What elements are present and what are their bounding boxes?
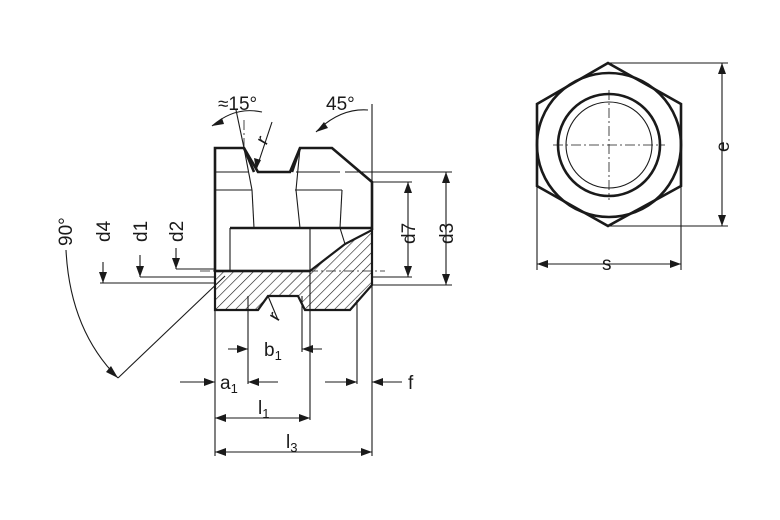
side-view: [200, 120, 385, 312]
label-angle-15: ≈15°: [218, 94, 257, 115]
label-s: s: [602, 254, 612, 275]
left-dimensions: d4 d1 d2: [94, 220, 215, 284]
label-f: f: [408, 373, 414, 394]
label-e: e: [713, 141, 734, 152]
bottom-dimensions: r b1 a1 f l1 l3: [180, 271, 414, 456]
label-l3: l3: [286, 432, 297, 455]
label-d1: d1: [131, 221, 152, 242]
label-d4: d4: [94, 220, 115, 242]
label-d2: d2: [167, 221, 188, 242]
label-angle-90: 90°: [56, 217, 77, 246]
label-l1: l1: [258, 398, 269, 421]
label-a1: a1: [220, 373, 238, 396]
label-d3: d3: [437, 223, 458, 244]
outer-circle: [535, 71, 683, 219]
front-view-hex: e s: [535, 61, 734, 275]
label-r-top: r: [252, 132, 274, 149]
label-d7: d7: [399, 223, 420, 244]
label-angle-45: 45°: [326, 94, 355, 115]
label-r-bottom: r: [264, 308, 286, 325]
right-dimensions: d7 d3: [345, 171, 458, 286]
angle-90-annotation: 90°: [56, 217, 226, 379]
label-b1: b1: [264, 340, 282, 363]
body-outline: [213, 146, 374, 273]
